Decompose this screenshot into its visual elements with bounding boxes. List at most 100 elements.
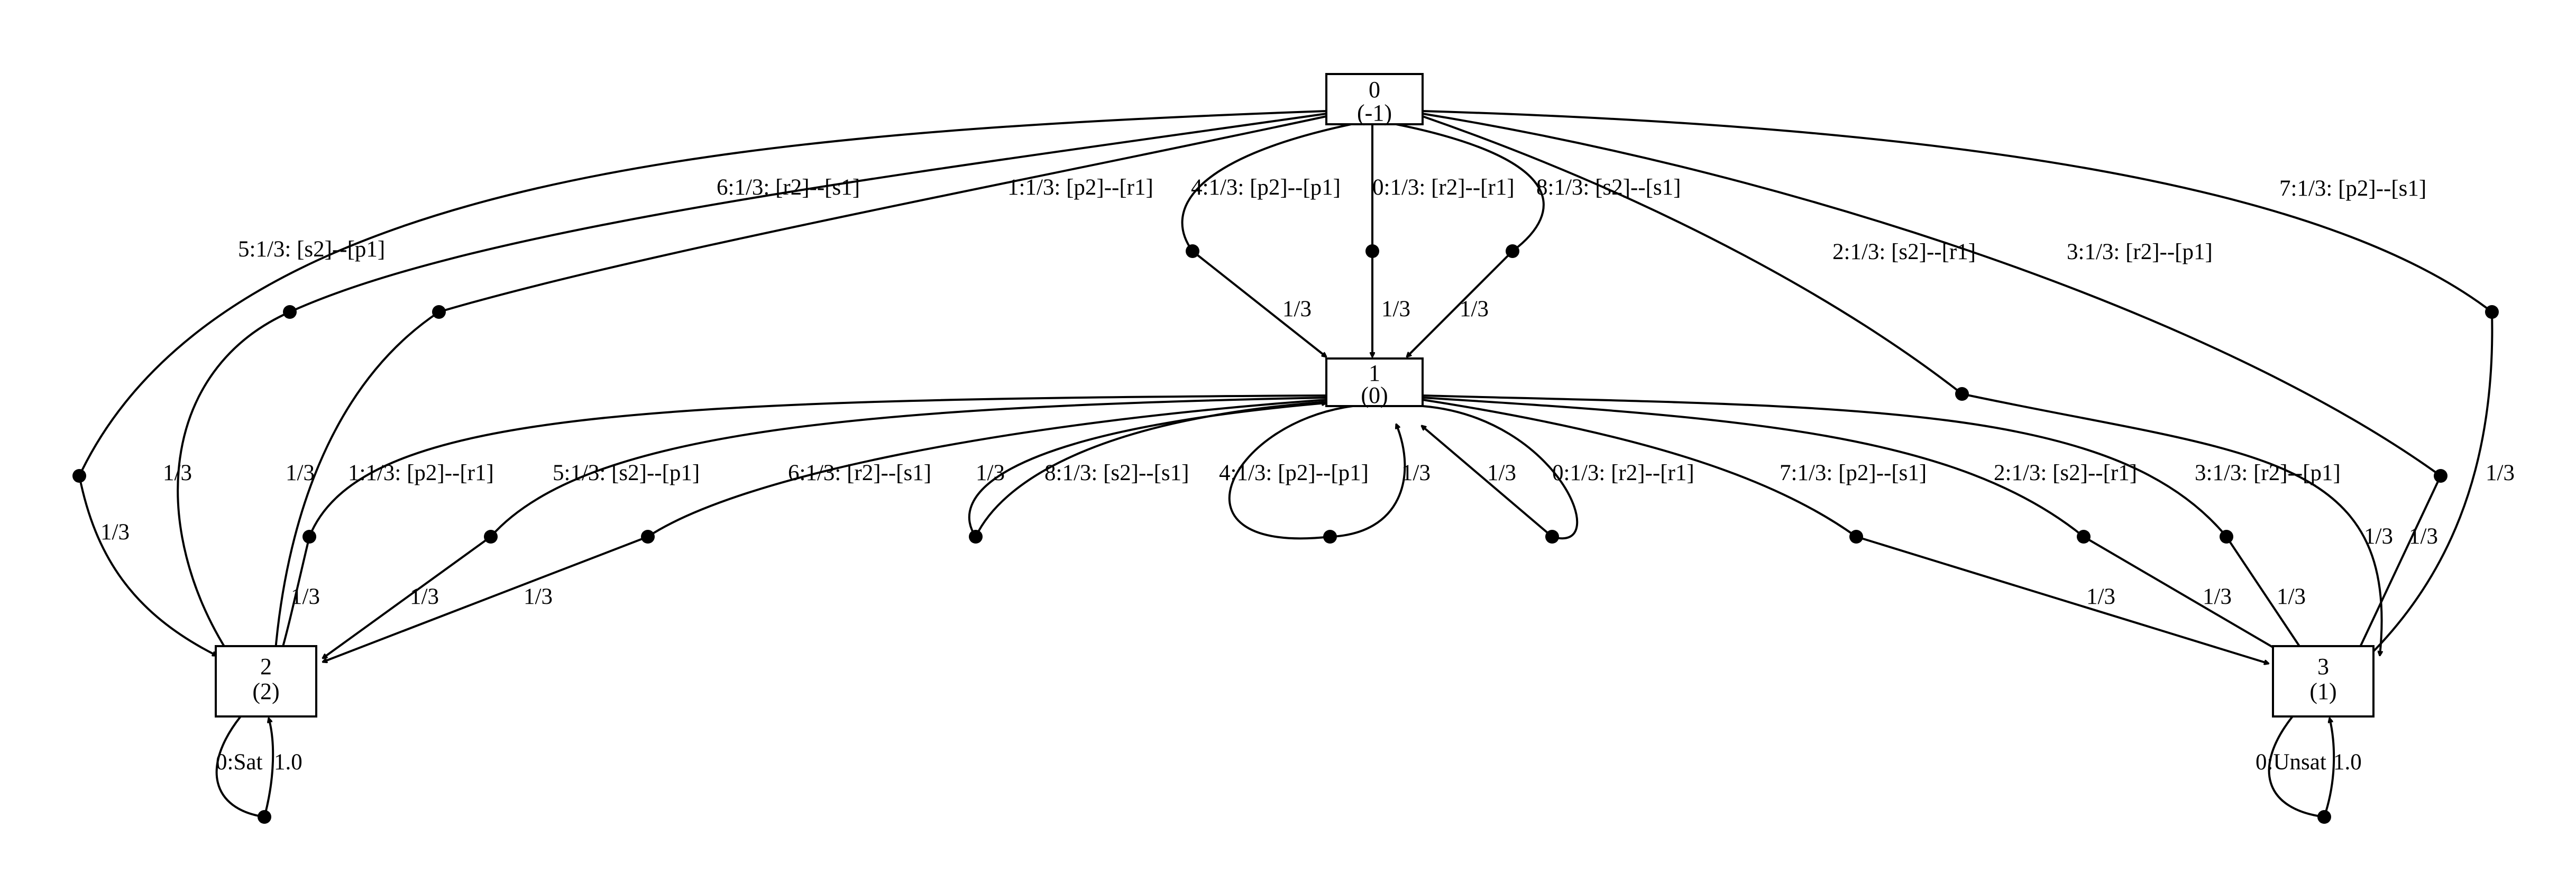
probability-label: 1/3 (524, 584, 553, 609)
prob-edge-14 (1422, 426, 1553, 538)
node-id: 0 (1369, 77, 1380, 103)
action-label: 4:1/3: [p2]--[p1] (1219, 461, 1369, 485)
node-reward: (1) (2309, 678, 2336, 704)
probability-label: 1/3 (2203, 584, 2232, 609)
state-node-2: 2 (2) (215, 645, 317, 718)
probability-label: 1/3 (2086, 584, 2115, 609)
edge-0-to-dot-0 (78, 110, 1327, 476)
choice-dot (258, 810, 271, 824)
node-box (2272, 645, 2375, 718)
probability-label: 1/3 (1401, 461, 1431, 485)
edge-1-to-dot-15 (1422, 399, 1857, 538)
choice-dot (1365, 244, 1379, 258)
choice-dot (1186, 244, 1199, 258)
action-label: 0:Unsat (2256, 750, 2326, 775)
prob-edge-0 (78, 475, 217, 657)
prob-edge-16 (2083, 536, 2287, 657)
edge-1-to-dot-14 (1422, 405, 1579, 540)
action-label: 6:1/3: [r2]--[s1] (717, 175, 860, 200)
choice-dot (2485, 305, 2499, 319)
state-node-3: 3 (1) (2272, 645, 2375, 718)
choice-dot (2317, 810, 2331, 824)
prob-edge-10 (323, 536, 492, 658)
choice-dot (1545, 530, 1559, 544)
action-label: 3:1/3: [r2]--[p1] (2067, 240, 2213, 264)
prob-edge-8 (2369, 311, 2494, 656)
action-label: 3:1/3: [r2]--[p1] (2195, 461, 2341, 485)
probability-label: 1/3 (1381, 297, 1410, 321)
edge-1-to-dot-13 (1228, 405, 1353, 540)
action-label: 5:1/3: [s2]--[p1] (238, 237, 385, 262)
edge-0-to-dot-8 (1422, 110, 2493, 313)
probability-label: 1/3 (163, 461, 192, 485)
state-node-1: 1 (0) (1325, 357, 1424, 408)
choice-dot (432, 305, 446, 319)
action-label: 5:1/3: [s2]--[p1] (553, 461, 700, 485)
edge-1-to-dot-11 (647, 399, 1327, 538)
edge-1-to-dot-17 (1422, 394, 2227, 538)
probability-label: 1/3 (291, 584, 320, 609)
probability-label: 1/3 (2486, 461, 2515, 485)
edge-0-to-dot-6 (1422, 115, 1963, 395)
action-label: 0:Sat (216, 750, 262, 775)
choice-dot (283, 305, 297, 319)
prob-edge-15 (1856, 536, 2269, 664)
probability-label: 1.0 (2333, 750, 2362, 775)
edge-3-to-dot-19 (2268, 715, 2325, 818)
action-label: 0:1/3: [r2]--[r1] (1552, 461, 1694, 485)
prob-edge-17 (2225, 536, 2306, 656)
choice-dot (484, 530, 498, 544)
action-label: 4:1/3: [p2]--[p1] (1191, 175, 1341, 200)
choice-dot (302, 530, 316, 544)
node-reward: (0) (1361, 382, 1388, 408)
action-label: 1:1/3: [p2]--[r1] (1007, 175, 1153, 200)
action-label: 2:1/3: [s2]--[r1] (1994, 461, 2137, 485)
edge-2-to-dot-18 (215, 715, 265, 818)
action-label: 1:1/3: [p2]--[r1] (348, 461, 494, 485)
prob-edge-5 (1407, 250, 1514, 357)
probability-edges (78, 250, 2494, 817)
edge-0-to-dot-7 (1422, 113, 2442, 477)
probability-label: 1/3 (410, 584, 439, 609)
node-box (1325, 357, 1424, 407)
probability-label: 1/3 (1282, 297, 1312, 321)
action-label: 8:1/3: [s2]--[s1] (1044, 461, 1189, 485)
choice-dot (1323, 530, 1337, 544)
action-label: 2:1/3: [s2]--[r1] (1832, 240, 1976, 264)
edge-1-to-dot-16 (1422, 397, 2085, 538)
prob-edge-12 (968, 403, 1326, 538)
choice-dot (2077, 530, 2091, 544)
choice-dot (1506, 244, 1519, 258)
choice-dot (969, 530, 983, 544)
node-id: 3 (2317, 654, 2329, 679)
choice-dot (1955, 387, 1969, 401)
probability-label: 1/3 (2277, 584, 2306, 609)
probability-label: 1/3 (976, 461, 1005, 485)
edge-0-to-dot-1 (289, 113, 1327, 313)
edge-0-to-dot-3 (1181, 123, 1352, 252)
edge-0-to-dot-5 (1396, 123, 1545, 252)
node-id: 2 (260, 654, 272, 679)
probability-label: 1/3 (1460, 297, 1489, 321)
node-reward: (2) (252, 678, 279, 704)
choice-dot (2434, 469, 2447, 483)
prob-edge-2 (275, 311, 440, 656)
prob-edge-7 (2355, 475, 2442, 656)
node-box (1325, 73, 1424, 125)
edge-0-to-dot-2 (438, 115, 1327, 313)
action-label: 8:1/3: [s2]--[s1] (1536, 175, 1681, 200)
edge-1-to-dot-10 (490, 397, 1327, 538)
prob-edge-6 (1961, 393, 2382, 656)
prob-edge-11 (323, 536, 648, 662)
probability-label: 1/3 (100, 520, 130, 545)
choice-dot (2220, 530, 2233, 544)
action-label: 7:1/3: [p2]--[s1] (2279, 176, 2426, 201)
action-labels: 5:1/3: [s2]--[p1] 6:1/3: [r2]--[s1] 1:1/… (216, 175, 2426, 775)
action-label: 6:1/3: [r2]--[s1] (788, 461, 931, 485)
edge-1-to-dot-9 (308, 394, 1327, 537)
choice-dot (641, 530, 655, 544)
probability-label: 1.0 (274, 750, 302, 775)
node-reward: (-1) (1357, 100, 1392, 126)
probability-label: 1/3 (2409, 524, 2438, 549)
